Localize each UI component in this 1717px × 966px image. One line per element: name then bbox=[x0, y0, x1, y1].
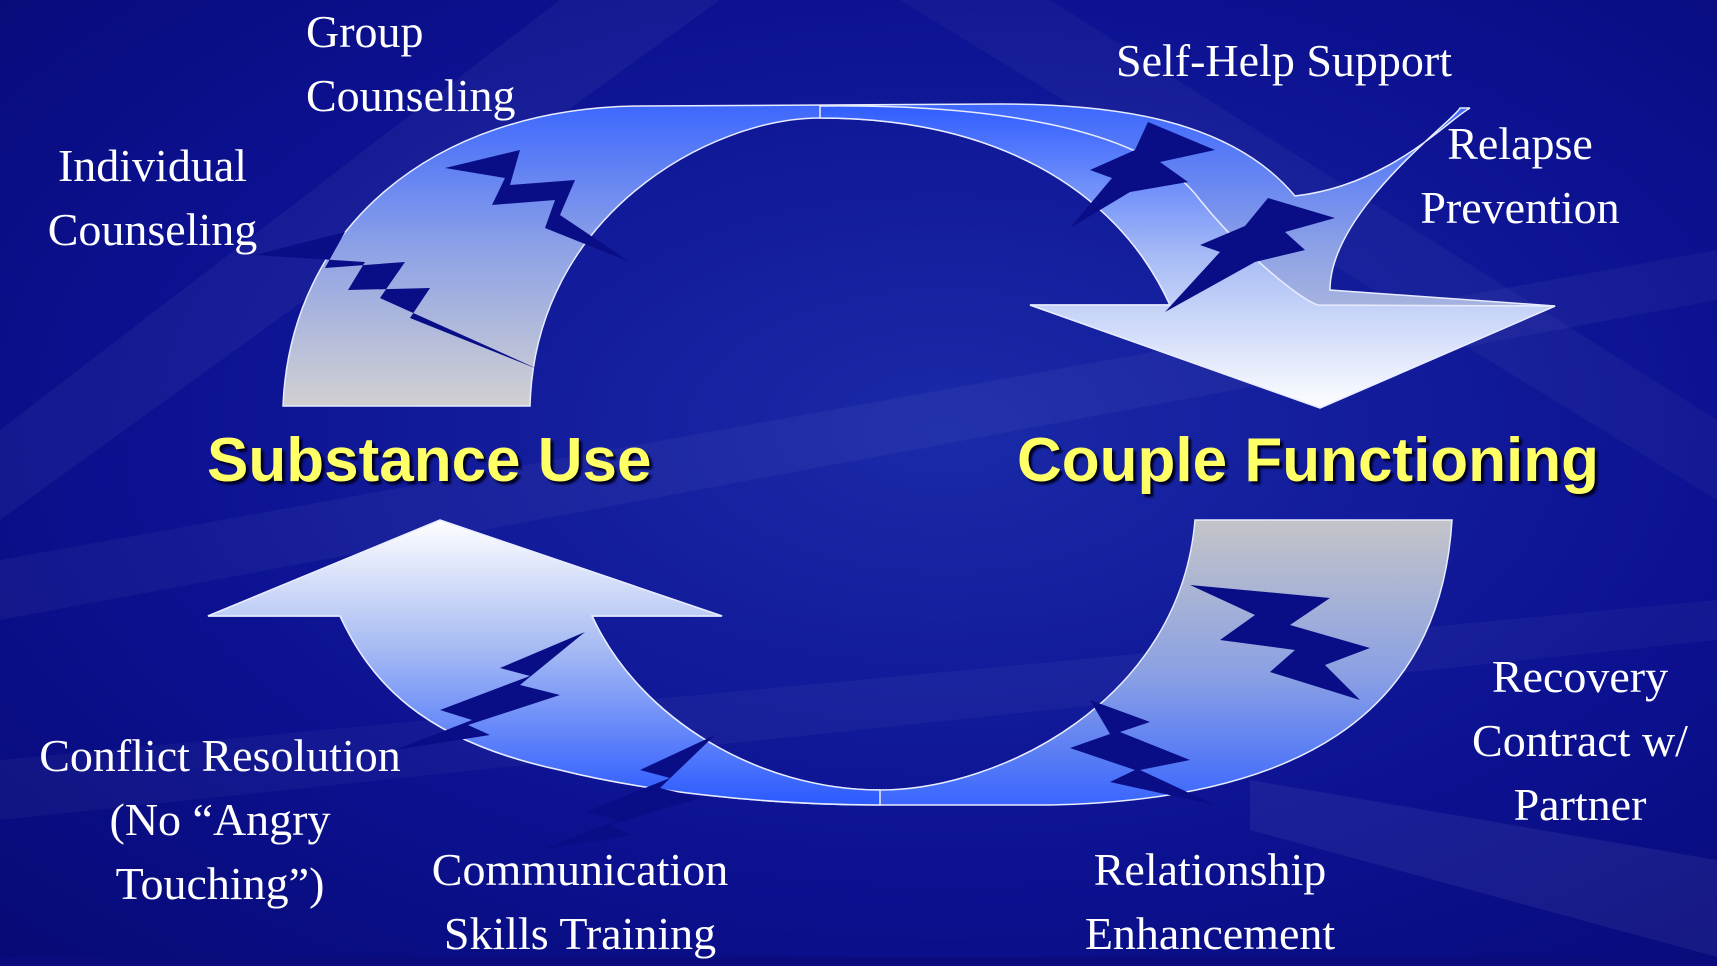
label-recovery-contract: Recovery Contract w/ Partner bbox=[1472, 651, 1688, 830]
bolt-relationship-enhancement bbox=[1070, 700, 1215, 805]
label-communication-skills: Communication Skills Training bbox=[431, 844, 729, 959]
bolt-recovery-contract bbox=[1190, 585, 1370, 700]
label-relapse-prevention: Relapse Prevention bbox=[1420, 118, 1620, 233]
node-substance-use: Substance Use bbox=[207, 426, 652, 495]
label-individual-counseling: Individual Counseling bbox=[47, 140, 258, 255]
label-group-counseling: Group Counseling bbox=[306, 6, 516, 121]
node-couple-functioning: Couple Functioning bbox=[1017, 426, 1600, 495]
bolt-communication-skills bbox=[540, 735, 715, 850]
bolt-individual-counseling bbox=[255, 232, 540, 370]
bolt-conflict-resolution bbox=[395, 632, 585, 750]
label-self-help-support: Self-Help Support bbox=[1116, 35, 1453, 86]
bolt-self-help bbox=[1070, 122, 1215, 228]
label-relationship-enhancement: Relationship Enhancement bbox=[1084, 844, 1336, 959]
bolt-group-counseling bbox=[445, 150, 630, 262]
bolt-relapse-prevention bbox=[1165, 198, 1335, 312]
top-cycle-arrow bbox=[282, 103, 1556, 409]
label-conflict-resolution: Conflict Resolution (No “Angry Touching”… bbox=[39, 730, 401, 909]
